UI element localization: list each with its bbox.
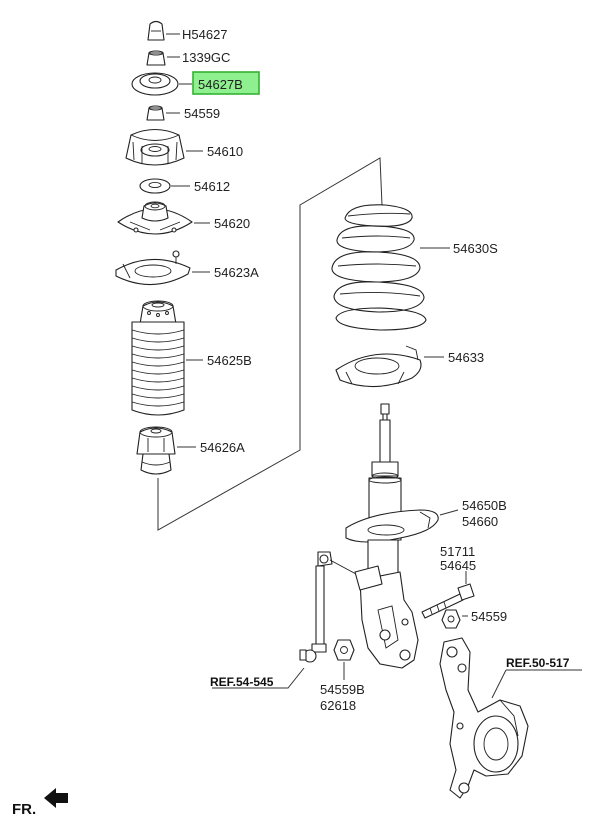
nut-1339gc[interactable] bbox=[146, 50, 166, 66]
bump-stopper-54626a[interactable] bbox=[136, 426, 176, 475]
label-54625b[interactable]: 54625B bbox=[207, 353, 252, 368]
bolt-54645[interactable] bbox=[421, 583, 475, 619]
label-54630s[interactable]: 54630S bbox=[453, 241, 498, 256]
fr-label: FR. bbox=[12, 801, 36, 818]
label-h54627[interactable]: H54627 bbox=[182, 27, 228, 42]
label-54612[interactable]: 54612 bbox=[194, 179, 230, 194]
label-54623a[interactable]: 54623A bbox=[214, 265, 259, 280]
label-54660[interactable]: 54660 bbox=[462, 514, 498, 529]
mount-54620[interactable] bbox=[117, 201, 193, 235]
nut-54559-top[interactable] bbox=[146, 105, 165, 121]
coil-spring-54630s[interactable] bbox=[331, 204, 427, 331]
leader-ref50517 bbox=[491, 669, 507, 699]
label-62618[interactable]: 62618 bbox=[320, 698, 356, 713]
label-54610[interactable]: 54610 bbox=[207, 144, 243, 159]
insulator-54610[interactable] bbox=[125, 128, 185, 166]
nut-54559-right[interactable] bbox=[441, 609, 461, 629]
steering-knuckle[interactable] bbox=[439, 637, 529, 799]
stabilizer-link[interactable] bbox=[299, 551, 357, 663]
label-54633[interactable]: 54633 bbox=[448, 350, 484, 365]
label-51711[interactable]: 51711 bbox=[440, 544, 475, 559]
strut-54650b[interactable] bbox=[345, 403, 439, 669]
lower-pad-54633[interactable] bbox=[335, 345, 422, 388]
plate-54627b[interactable] bbox=[131, 72, 179, 96]
front-direction-indicator: FR. bbox=[12, 788, 68, 818]
leader-54650b bbox=[439, 509, 459, 516]
label-54620[interactable]: 54620 bbox=[214, 216, 250, 231]
leader-ref54545 bbox=[212, 667, 305, 689]
label-54627b[interactable]: 54627B bbox=[198, 77, 243, 92]
ref-50-517[interactable]: REF.50-517 bbox=[506, 656, 570, 670]
highlight-54627b bbox=[192, 71, 260, 95]
pad-54623a[interactable] bbox=[115, 250, 191, 286]
label-54559-right[interactable]: 54559 bbox=[471, 609, 507, 624]
label-54650b[interactable]: 54650B bbox=[462, 498, 507, 513]
label-54559-top[interactable]: 54559 bbox=[184, 106, 220, 121]
ref-54-545[interactable]: REF.54-545 bbox=[210, 675, 274, 689]
label-1339gc[interactable]: 1339GC bbox=[182, 50, 230, 65]
nut-54559b[interactable] bbox=[333, 639, 355, 661]
label-54626a[interactable]: 54626A bbox=[200, 440, 245, 455]
label-54645[interactable]: 54645 bbox=[440, 558, 476, 573]
front-arrow-icon bbox=[44, 788, 68, 808]
label-54559b[interactable]: 54559B bbox=[320, 682, 365, 697]
cap-h54627[interactable] bbox=[147, 20, 165, 41]
washer-54612[interactable] bbox=[139, 178, 171, 194]
dust-cover-54625b[interactable] bbox=[131, 300, 185, 416]
connector-line bbox=[157, 157, 383, 531]
